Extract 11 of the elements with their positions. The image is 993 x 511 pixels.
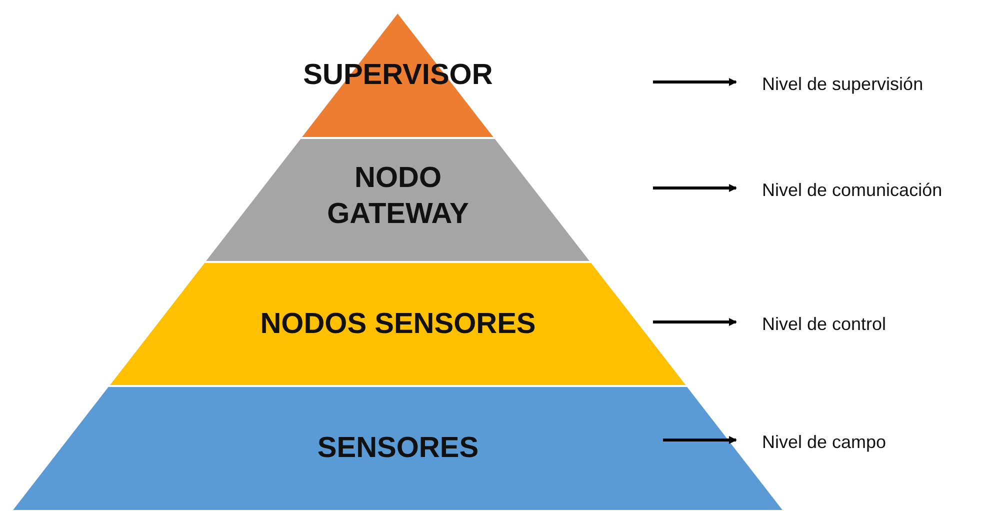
arrow bbox=[653, 78, 737, 86]
level-label: Nivel de comunicación bbox=[762, 179, 942, 201]
arrow bbox=[663, 436, 737, 444]
tier-label: NODO GATEWAY bbox=[326, 161, 470, 232]
arrow bbox=[653, 184, 737, 192]
level-label: Nivel de campo bbox=[762, 431, 886, 453]
tier-label: NODOS SENSORES bbox=[259, 307, 537, 342]
tier-label: SENSORES bbox=[316, 431, 480, 466]
arrow bbox=[653, 318, 737, 326]
level-label: Nivel de control bbox=[762, 313, 886, 335]
level-label: Nivel de supervisión bbox=[762, 73, 924, 95]
